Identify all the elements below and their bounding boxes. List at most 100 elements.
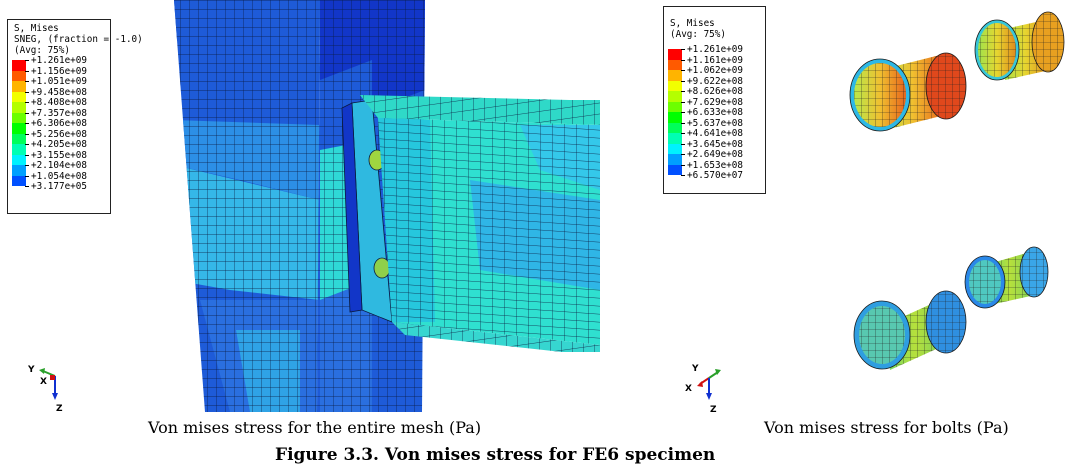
legend-tick xyxy=(25,60,29,61)
legend-tick xyxy=(25,91,29,93)
bolt-2 xyxy=(974,11,1065,81)
legend-value: +1.054e+08 xyxy=(31,170,87,182)
legend-value: +3.177e+05 xyxy=(31,181,87,192)
legend-tick xyxy=(681,112,685,113)
legend-value: +4.641e+08 xyxy=(687,128,743,139)
legend-subtitle: SNEG, (fraction = -1.0) xyxy=(14,34,143,45)
stress-legend-mesh: S, Mises SNEG, (fraction = -1.0) (Avg: 7… xyxy=(7,19,143,214)
fe-mesh-panel xyxy=(0,0,600,412)
legend-value: +2.649e+08 xyxy=(687,149,743,160)
legend-swatch xyxy=(668,91,682,102)
legend-tick xyxy=(25,165,29,166)
legend-tick xyxy=(25,81,29,82)
legend-swatch xyxy=(12,165,26,176)
legend-tick xyxy=(681,80,685,82)
fe-mesh-render xyxy=(174,0,600,412)
legend-value: +8.408e+08 xyxy=(31,97,87,108)
legend-swatch xyxy=(12,154,26,165)
legend-value: +6.306e+08 xyxy=(31,118,87,129)
legend-avg: (Avg: 75%) xyxy=(14,45,70,56)
legend-tick xyxy=(681,133,685,134)
legend-swatch xyxy=(668,143,682,154)
legend-value: +1.261e+09 xyxy=(687,44,743,55)
legend-tick xyxy=(25,186,29,187)
legend-value: +7.629e+08 xyxy=(687,96,743,108)
legend-swatch xyxy=(668,101,682,112)
axis-label-z: Z xyxy=(710,405,717,415)
legend-value: +7.357e+08 xyxy=(31,107,87,119)
bolts-caption: Von mises stress for bolts (Pa) xyxy=(764,418,1009,437)
bolts-render xyxy=(849,11,1065,370)
legend-tick xyxy=(681,70,685,71)
legend-swatch xyxy=(668,164,682,175)
legend-value: +3.155e+08 xyxy=(31,149,87,161)
axis-label-z: Z xyxy=(56,404,63,414)
bolt-head-bottom xyxy=(373,257,391,279)
legend-tick xyxy=(681,154,685,155)
legend-swatch xyxy=(668,70,682,81)
beam-web xyxy=(378,118,600,345)
legend-tick xyxy=(681,164,685,166)
legend-swatch xyxy=(12,60,26,71)
legend-swatch xyxy=(12,81,26,92)
legend-swatch xyxy=(668,80,682,91)
legend-title: S, Mises xyxy=(14,23,59,34)
legend-value: +4.205e+08 xyxy=(31,139,87,150)
legend-avg: (Avg: 75%) xyxy=(670,29,726,40)
bolts-panel xyxy=(655,0,1073,412)
legend-swatch xyxy=(12,123,26,134)
bolt-4 xyxy=(853,290,967,370)
legend-swatch xyxy=(12,70,26,81)
legend-tick xyxy=(25,154,29,156)
legend-swatch xyxy=(668,59,682,70)
legend-value: +9.622e+08 xyxy=(687,75,743,87)
legend-swatch xyxy=(12,102,26,113)
legend-swatch xyxy=(12,175,26,186)
legend-swatch xyxy=(12,91,26,102)
column-flange-face xyxy=(174,0,320,412)
legend-value: +8.626e+08 xyxy=(687,86,743,97)
legend-swatch xyxy=(668,154,682,165)
legend-value: +1.653e+08 xyxy=(687,159,743,171)
legend-tick xyxy=(25,175,29,177)
axis-label-x: X xyxy=(685,384,692,394)
legend-tick xyxy=(25,123,29,124)
legend-value: +6.570e+07 xyxy=(687,170,743,181)
bolt-3 xyxy=(964,246,1049,309)
legend-tick xyxy=(25,70,29,72)
legend-tick xyxy=(681,122,685,124)
legend-title: S, Mises xyxy=(670,18,715,29)
legend-value: +9.458e+08 xyxy=(31,86,87,98)
legend-swatch xyxy=(668,49,682,60)
bolt-1 xyxy=(849,52,967,132)
legend-tick xyxy=(681,101,685,103)
legend-tick xyxy=(681,175,685,176)
legend-tick xyxy=(25,133,29,135)
axis-label-x: X xyxy=(40,377,47,387)
legend-value: +6.633e+08 xyxy=(687,107,743,118)
stress-legend-bolts: S, Mises (Avg: 75%) +1.261e+09+1.161e+09… xyxy=(663,6,766,194)
legend-tick xyxy=(681,59,685,61)
legend-swatch xyxy=(668,133,682,144)
axis-triad-right: Y X Z xyxy=(680,360,725,415)
legend-value: +1.156e+09 xyxy=(31,65,87,77)
legend-value: +2.104e+08 xyxy=(31,160,87,171)
legend-value: +3.645e+08 xyxy=(687,138,743,150)
axis-triad-left: Y X Z xyxy=(26,360,71,415)
legend-value: +5.637e+08 xyxy=(687,117,743,129)
legend-value: +1.051e+09 xyxy=(31,76,87,87)
legend-swatch xyxy=(12,144,26,155)
mesh-caption: Von mises stress for the entire mesh (Pa… xyxy=(148,418,482,437)
figure-caption: Figure 3.3. Von mises stress for FE6 spe… xyxy=(275,445,716,465)
legend-value: +1.261e+09 xyxy=(31,55,87,66)
legend-value: +1.062e+09 xyxy=(687,65,743,76)
legend-value: +1.161e+09 xyxy=(687,54,743,66)
axis-label-y: Y xyxy=(27,365,35,375)
legend-tick xyxy=(681,49,685,50)
legend-swatch xyxy=(668,112,682,123)
axis-label-y: Y xyxy=(691,364,699,374)
legend-tick xyxy=(25,112,29,114)
legend-swatch xyxy=(12,112,26,123)
legend-value: +5.256e+08 xyxy=(31,128,87,140)
legend-tick xyxy=(25,144,29,145)
